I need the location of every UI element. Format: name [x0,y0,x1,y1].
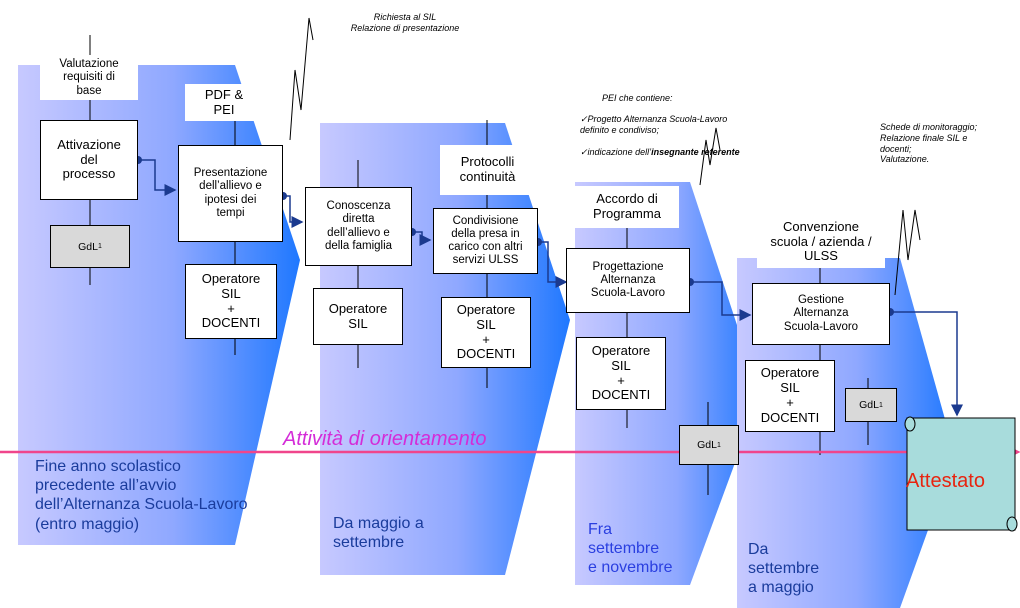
gestione-alternanza-box: Gestione Alternanza Scuola-Lavoro [752,283,890,345]
period-stage-2: Da maggio a settembre [333,515,424,552]
attestato-label: Attestato [906,470,985,492]
richiesta-sil-note: Richiesta al SIL Relazione di presentazi… [350,12,460,33]
operatore-sil-docenti-box-1: Operatore SIL + DOCENTI [185,264,277,339]
condivisione-presa-carico-box: Condivisione della presa in carico con a… [433,208,538,274]
period-stage-3: Fra settembre e novembre [588,521,673,577]
convenzione-label: Convenzione scuola / azienda / ULSS [757,216,885,268]
protocolli-continuita-label: Protocolli continuità [440,145,535,195]
valutazione-requisiti-label: Valutazione requisiti di base [40,56,138,100]
operatore-sil-docenti-box-2: Operatore SIL + DOCENTI [441,297,531,368]
pei-note-item-2: ✓indicazione dell’insegnante referente [580,146,740,157]
connectors [138,159,963,417]
operatore-sil-docenti-box-4: Operatore SIL + DOCENTI [745,360,835,432]
attestato-scroll [904,416,1018,532]
period-stage-4: Da settembre a maggio [748,541,820,597]
operatore-sil-box: Operatore SIL [313,288,403,345]
pei-contiene-note: PEI che contiene: ✓Progetto Alternanza S… [580,82,790,168]
presentazione-allievo-box: Presentazione dell’allievo e ipotesi dei… [178,145,283,242]
attivita-orientamento-title: Attività di orientamento [283,428,487,450]
stage-column-4 [737,258,955,608]
guide-lines [89,35,869,495]
pdf-pei-label: PDF & PEI [185,84,263,121]
period-stage-1: Fine anno scolastico precedente all’avvi… [35,458,248,533]
accordo-programma-label: Accordo di Programma [575,186,679,228]
pei-note-intro: PEI che contiene: [602,92,673,103]
schede-monitoraggio-note: Schede di monitoraggio; Relazione finale… [880,122,978,165]
callout-squiggles [289,17,921,296]
conoscenza-diretta-box: Conoscenza diretta dell’allievo e della … [305,187,412,266]
pei-note-item-1: ✓Progetto Alternanza Scuola-Lavoro defin… [580,114,728,136]
operatore-sil-docenti-box-3: Operatore SIL + DOCENTI [576,337,666,410]
progettazione-alternanza-box: Progettazione Alternanza Scuola-Lavoro [566,248,690,313]
attivazione-processo-box: Attivazione del processo [40,120,138,200]
